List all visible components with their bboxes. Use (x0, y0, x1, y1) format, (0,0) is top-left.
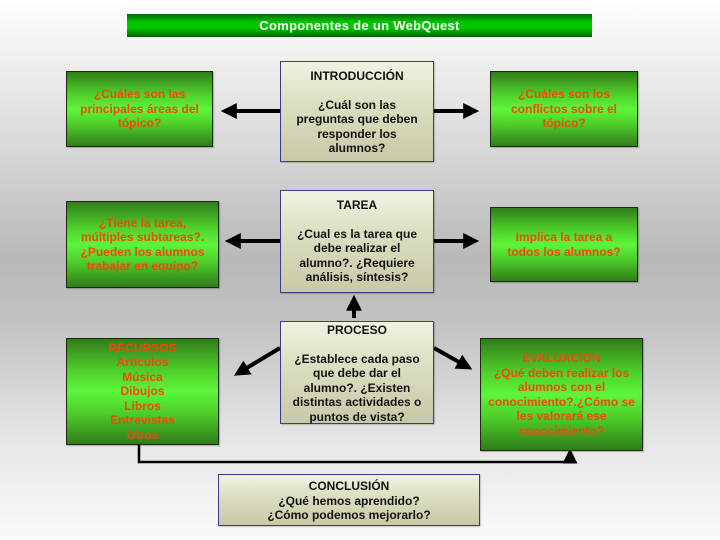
proceso-box: PROCESO ¿Establece cada paso que debe da… (280, 321, 434, 424)
box-line: Libros (124, 398, 161, 413)
evaluacion-box: EVALUACIÓN ¿Qué deben realizar los alumn… (480, 338, 643, 451)
box-line: preguntas que deben (296, 112, 418, 126)
box-line: alumnos? (328, 141, 386, 155)
evaluacion-heading: EVALUACIÓN (522, 351, 601, 365)
box-line: alumno?. ¿Requiere (299, 255, 415, 270)
conclusion-box: CONCLUSIÓN ¿Qué hemos aprendido? ¿Cómo p… (218, 474, 480, 526)
box-line: ¿Qué hemos aprendido? (278, 493, 420, 508)
box-line: análisis, síntesis? (305, 270, 409, 284)
box-line: Implica la tarea a (515, 230, 613, 244)
box-line: les valorará ese (516, 409, 607, 423)
box-line: ¿Pueden los alumnos (80, 244, 205, 259)
box-line: responder los (317, 126, 397, 141)
box-line: debe realizar el (313, 241, 401, 255)
conclusion-heading: CONCLUSIÓN (308, 479, 390, 493)
introduccion-heading: INTRODUCCIÓN (310, 69, 404, 83)
recursos-heading: RECURSOS (108, 340, 177, 355)
intro-left-box: ¿Cuáles son las principales áreas del tó… (66, 71, 213, 147)
arrow-proceso-right (433, 346, 473, 370)
box-line: principales áreas del (80, 101, 199, 116)
box-line: ¿Cuáles son los (517, 87, 611, 102)
tarea-heading: TAREA (336, 198, 378, 212)
box-line: ¿Cómo podemos mejorarlo? (267, 508, 431, 522)
box-line: ¿Qué deben realizar los (493, 365, 630, 380)
box-line: puntos de vista? (309, 409, 405, 424)
box-line: ¿Tiene la tarea, (98, 215, 187, 230)
box-line: que debe dar el (312, 366, 402, 380)
box-line: ¿Cuáles son las (93, 87, 186, 102)
box-line: alumnos con el (517, 380, 606, 394)
box-line: conocimiento?.¿Cómo se (488, 394, 635, 409)
box-line: distintas actividades o (292, 395, 422, 409)
box-line: Música (122, 369, 163, 384)
box-line: ¿Establece cada paso (294, 351, 420, 366)
introduccion-box: INTRODUCCIÓN ¿Cuál son las preguntas que… (280, 61, 434, 162)
box-line: Otros (126, 427, 159, 442)
box-line: trabajar en equipo? (86, 259, 199, 273)
box-line: Artículos (116, 355, 169, 370)
box-line: Entrevistas (110, 413, 175, 428)
recursos-box: RECURSOS Artículos Música Dibujos Libros… (66, 338, 219, 445)
box-line: múltiples subtareas?. (80, 230, 205, 244)
box-line: conflictos sobre el (510, 101, 618, 116)
box-line: tópico? (542, 116, 586, 131)
box-line: Dibujos (120, 384, 165, 399)
intro-right-box: ¿Cuáles son los conflictos sobre el tópi… (490, 71, 638, 147)
box-line: alumno?. ¿Existen (303, 380, 411, 395)
box-line: todos los alumnos? (507, 244, 621, 259)
diagram-title: Componentes de un WebQuest (127, 14, 592, 37)
tarea-box: TAREA ¿Cual es la tarea que debe realiza… (280, 190, 434, 293)
box-line: tópico? (117, 116, 162, 131)
arrow-proceso-left (233, 346, 282, 376)
arrow-recursos-to-evaluacion (137, 445, 578, 464)
proceso-heading: PROCESO (326, 323, 387, 337)
box-line: ¿Cual es la tarea que (296, 226, 418, 241)
tarea-right-box: Implica la tarea a todos los alumnos? (490, 207, 638, 282)
tarea-left-box: ¿Tiene la tarea, múltiples subtareas?. ¿… (66, 201, 219, 288)
box-line: conocimiento? (518, 423, 605, 438)
box-line: ¿Cuál son las (317, 97, 397, 112)
